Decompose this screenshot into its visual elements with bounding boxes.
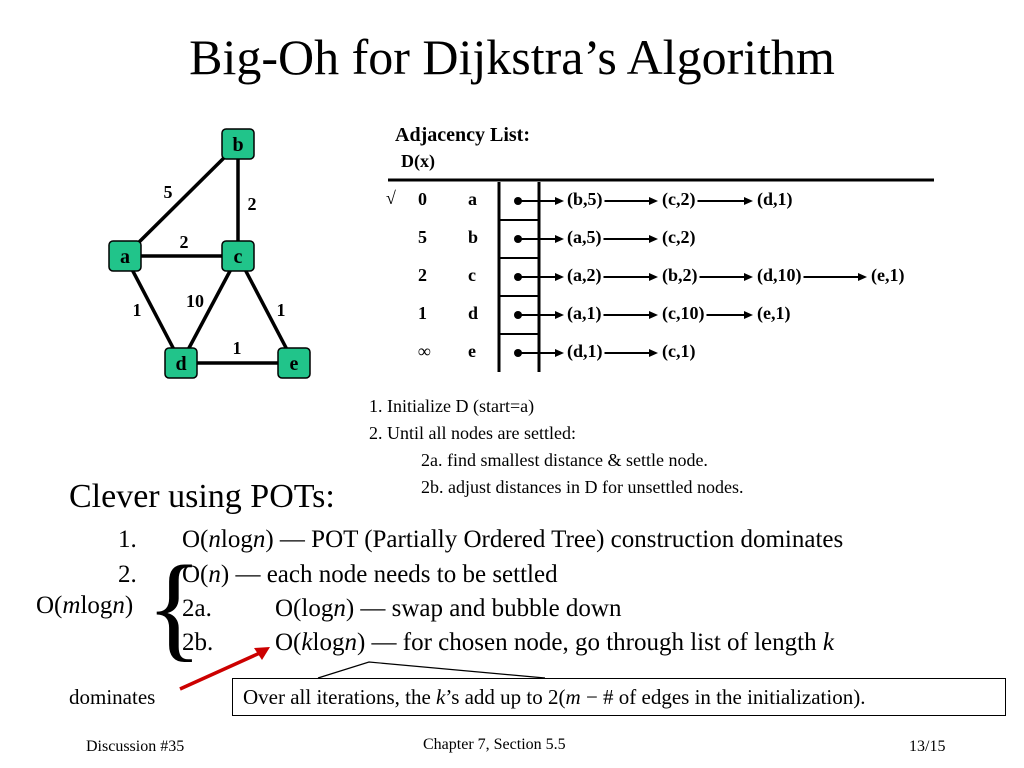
node-name-a: a: [468, 189, 477, 209]
step-2b: 2b. adjust distances in D for unsettled …: [421, 477, 744, 497]
pot-item-2b-num: 2b.: [182, 629, 214, 656]
node-name-b: b: [468, 227, 479, 247]
list-arrow-head-e-0: [649, 349, 658, 357]
node-b: [221, 128, 255, 160]
edge-a-d: [123, 255, 183, 364]
pot-item-2a-num: 2a.: [182, 595, 212, 622]
edge-weight-b-c: 2: [248, 194, 257, 214]
edge-c-d: [179, 255, 240, 364]
slide-title: Big-Oh for Dijkstra’s Algorithm: [189, 29, 835, 85]
list-arrow-head-a-1: [744, 197, 753, 205]
adj-entry-a-0: (b,5): [567, 189, 603, 209]
step-1: 1. Initialize D (start=a): [369, 396, 535, 416]
dominates-label: dominates: [69, 685, 156, 709]
dx-label: D(x): [401, 151, 435, 171]
footer-left: Discussion #35: [86, 738, 185, 755]
dist-a: 0: [418, 189, 427, 209]
pot-item-2-num: 2.: [118, 561, 137, 588]
brace: {: [146, 541, 203, 672]
adj-entry-c-2: (d,10): [757, 265, 802, 285]
adj-entry-e-0: (d,1): [567, 341, 603, 361]
node-d: [164, 347, 198, 379]
list-arrow-head-c-1: [744, 273, 753, 281]
pot-item-2a: O(logn) — swap and bubble down: [275, 595, 622, 622]
list-arrow-head-d-0: [649, 311, 658, 319]
adjacency-heading: Adjacency List:: [395, 124, 530, 146]
adj-entry-a-2: (d,1): [757, 189, 793, 209]
pointer-arrow-head-b: [555, 235, 564, 243]
node-e: [277, 347, 311, 379]
adj-entry-a-1: (c,2): [662, 189, 696, 209]
adj-entry-e-1: (c,1): [662, 341, 696, 361]
brace-label: O(mlogn): [36, 592, 134, 619]
list-arrow-head-b-0: [649, 235, 658, 243]
node-label-a: a: [120, 246, 130, 268]
dist-d: 1: [418, 303, 427, 323]
list-arrow-head-c-0: [649, 273, 658, 281]
dist-e: ∞: [418, 341, 431, 361]
dist-c: 2: [418, 265, 427, 285]
pot-item-1-num: 1.: [118, 526, 137, 553]
node-name-d: d: [468, 303, 479, 323]
footer-center: Chapter 7, Section 5.5: [423, 736, 566, 753]
pointer-arrow-head-c: [555, 273, 564, 281]
callout-box: Over all iterations, the k’s add up to 2…: [232, 678, 1006, 716]
node-label-c: c: [234, 246, 243, 268]
node-label-d: d: [175, 353, 186, 375]
adj-entry-d-1: (c,10): [662, 303, 705, 323]
callout-pointer: [317, 661, 546, 679]
pointer-arrow-head-a: [555, 197, 564, 205]
step-2a: 2a. find smallest distance & settle node…: [421, 450, 708, 470]
pointer-arrow-head-d: [555, 311, 564, 319]
adj-entry-d-2: (e,1): [757, 303, 791, 323]
node-name-e: e: [468, 341, 476, 361]
adjacency-list: [388, 178, 934, 372]
step-2: 2. Until all nodes are settled:: [369, 423, 576, 443]
list-arrow-head-c-2: [858, 273, 867, 281]
edge-weight-a-d: 1: [133, 300, 142, 320]
pot-item-2: O(n) — each node needs to be settled: [182, 561, 558, 588]
adj-entry-b-0: (a,5): [567, 227, 602, 247]
node-label-b: b: [232, 134, 243, 156]
adj-entry-d-0: (a,1): [567, 303, 602, 323]
node-label-e: e: [290, 353, 299, 375]
footer-right: 13/15: [909, 738, 946, 755]
pointer-arrow-head-e: [555, 349, 564, 357]
settled-check-mark: √: [386, 188, 396, 208]
node-c: [221, 240, 255, 272]
dist-b: 5: [418, 227, 427, 247]
pot-item-1: O(nlogn) — POT (Partially Ordered Tree) …: [182, 526, 844, 553]
edge-a-b: [123, 142, 240, 258]
edge-weight-c-e: 1: [277, 300, 286, 320]
adj-entry-b-1: (c,2): [662, 227, 696, 247]
adj-entry-c-3: (e,1): [871, 265, 905, 285]
edge-weight-a-c: 2: [180, 232, 189, 252]
adj-entry-c-0: (a,2): [567, 265, 602, 285]
red-arrow-head: [254, 647, 270, 660]
node-name-c: c: [468, 265, 476, 285]
pot-heading: Clever using POTs:: [69, 478, 335, 515]
edge-c-e: [236, 255, 296, 364]
edge-weight-d-e: 1: [233, 338, 242, 358]
adj-entry-c-1: (b,2): [662, 265, 698, 285]
node-a: [108, 240, 142, 272]
list-arrow-head-d-1: [744, 311, 753, 319]
list-arrow-head-a-0: [649, 197, 658, 205]
pot-item-2b: O(klogn) — for chosen node, go through l…: [275, 629, 834, 656]
red-arrow: [179, 650, 263, 691]
edge-weight-c-d: 10: [186, 291, 204, 311]
edge-weight-a-b: 5: [164, 182, 173, 202]
